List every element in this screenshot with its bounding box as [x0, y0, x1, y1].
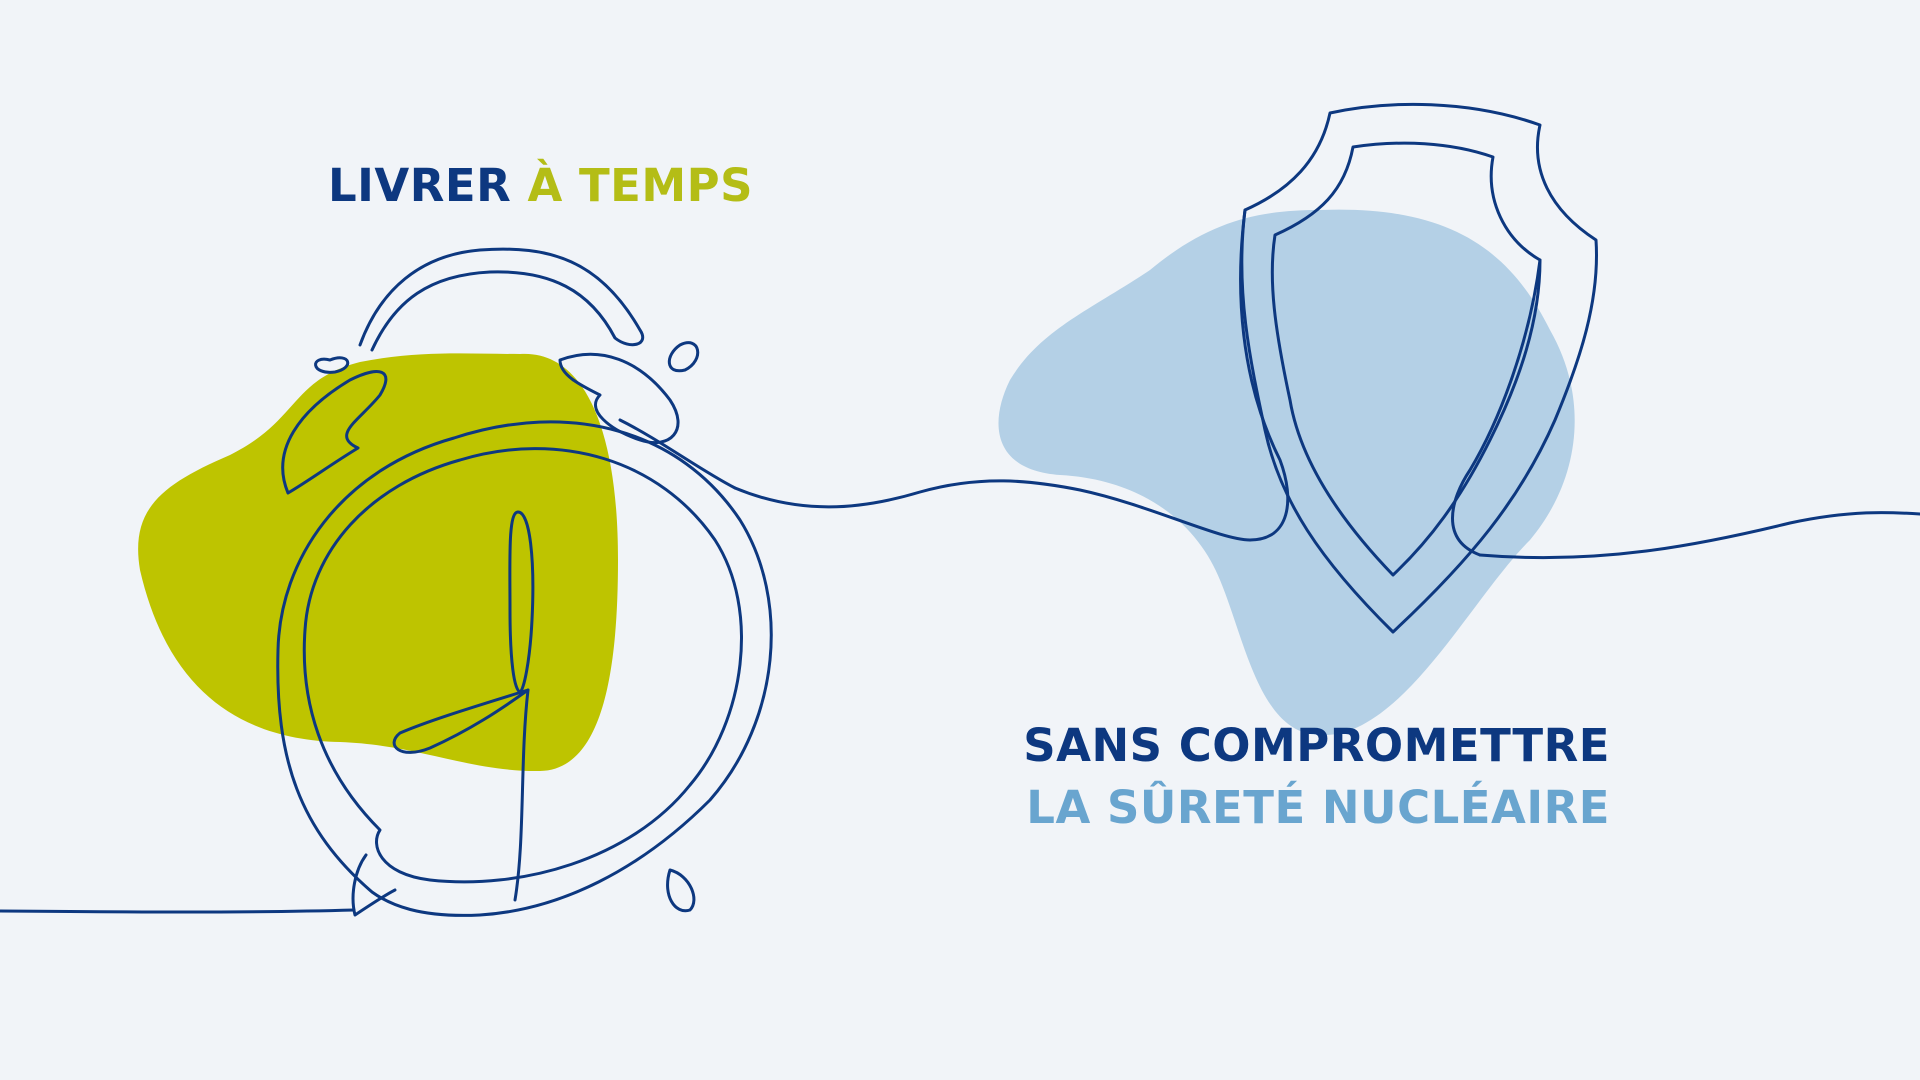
- lime-blob: [138, 353, 618, 772]
- headline-left-part1: LIVRER: [328, 159, 512, 212]
- light-blue-blob: [998, 209, 1575, 736]
- continuous-line-far-right: [1478, 511, 1920, 560]
- continuous-line-right: [733, 479, 1252, 542]
- shield-icon: [1239, 102, 1598, 634]
- headline-right-line2: LA SÛRETÉ NUCLÉAIRE: [1026, 781, 1610, 834]
- continuous-line: [0, 908, 356, 914]
- headline-right-line1: SANS COMPROMETTRE: [1023, 719, 1610, 772]
- headline-nuclear-safety: SANS COMPROMETTRE LA SÛRETÉ NUCLÉAIRE: [1023, 715, 1610, 839]
- headline-left-part2: À TEMPS: [527, 159, 754, 212]
- alarm-clock-icon: [276, 247, 773, 917]
- headline-deliver-on-time: LIVRER À TEMPS: [328, 163, 753, 208]
